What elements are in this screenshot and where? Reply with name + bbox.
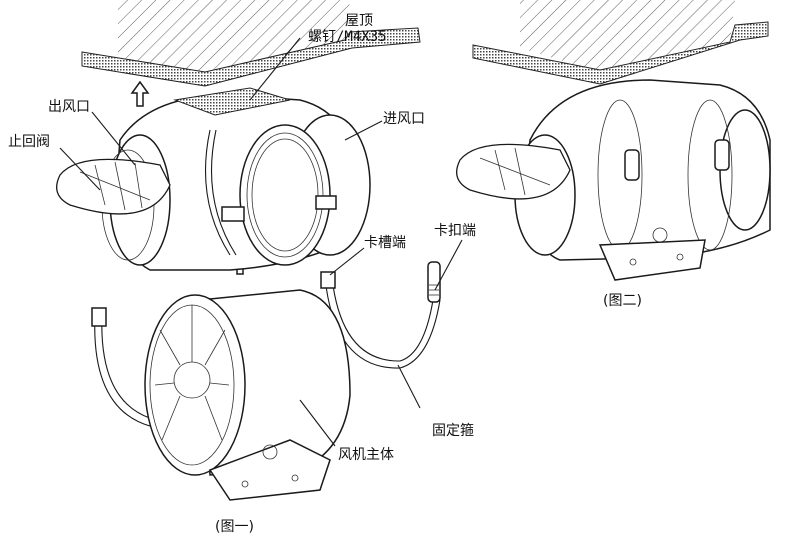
label-buckle-end: 卡扣端 bbox=[434, 223, 476, 239]
roof-fig1 bbox=[81, 0, 421, 87]
up-arrow-icon bbox=[130, 80, 150, 107]
label-outlet: 出风口 bbox=[48, 99, 90, 115]
label-inlet: 进风口 bbox=[383, 111, 425, 127]
label-check-valve: 止回阀 bbox=[8, 134, 50, 150]
label-fan-body: 风机主体 bbox=[338, 447, 394, 463]
fan-assembled-fig2 bbox=[456, 79, 771, 281]
leader-lines bbox=[59, 37, 463, 447]
fan-assembled-fig1 bbox=[56, 87, 371, 271]
caption-figure-1: (图一) bbox=[215, 519, 254, 535]
caption-figure-2: (图二) bbox=[603, 293, 642, 309]
roof-fig2 bbox=[472, 0, 769, 85]
label-clamp: 固定箍 bbox=[432, 423, 474, 439]
label-screw: 螺钉/M4X35 bbox=[308, 29, 387, 45]
label-slot-end: 卡槽端 bbox=[364, 235, 406, 251]
fan-body bbox=[144, 289, 351, 501]
label-roof: 屋顶 bbox=[345, 13, 373, 29]
